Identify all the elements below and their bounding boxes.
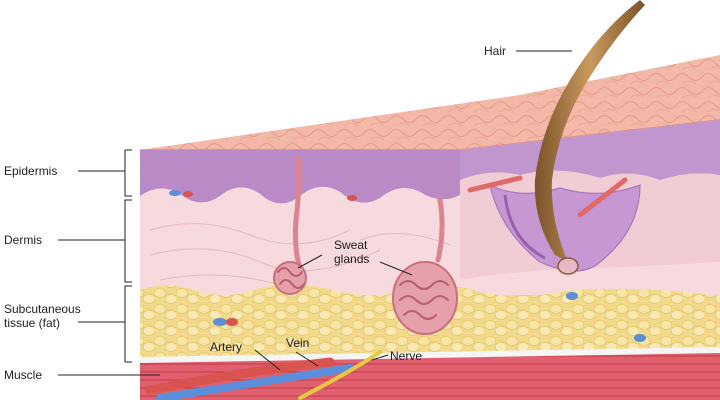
label-sweat-2: glands bbox=[334, 252, 369, 266]
leader-lines bbox=[58, 50, 572, 376]
vein bbox=[156, 364, 354, 400]
layer-brackets bbox=[124, 149, 132, 363]
dermis-vessels bbox=[169, 175, 646, 342]
skin-surface bbox=[140, 55, 720, 150]
sweat-gland-right bbox=[392, 197, 458, 335]
label-epidermis: Epidermis bbox=[4, 164, 57, 178]
sweat-gland-left bbox=[273, 155, 307, 295]
label-sweat-1: Sweat bbox=[334, 238, 368, 252]
label-artery: Artery bbox=[210, 340, 242, 354]
hair-bulb bbox=[557, 257, 579, 275]
artery bbox=[145, 357, 335, 395]
muscle-layer bbox=[140, 350, 720, 400]
label-nerve: Nerve bbox=[390, 349, 422, 363]
nerve bbox=[298, 350, 382, 400]
label-subcutaneous-1: Subcutaneous bbox=[4, 302, 81, 316]
label-vein: Vein bbox=[286, 336, 309, 350]
hair-shaft bbox=[534, 0, 645, 262]
label-subcutaneous-2: tissue (fat) bbox=[4, 316, 60, 330]
label-hair: Hair bbox=[484, 44, 506, 58]
label-muscle: Muscle bbox=[4, 368, 42, 382]
label-dermis: Dermis bbox=[4, 233, 42, 247]
